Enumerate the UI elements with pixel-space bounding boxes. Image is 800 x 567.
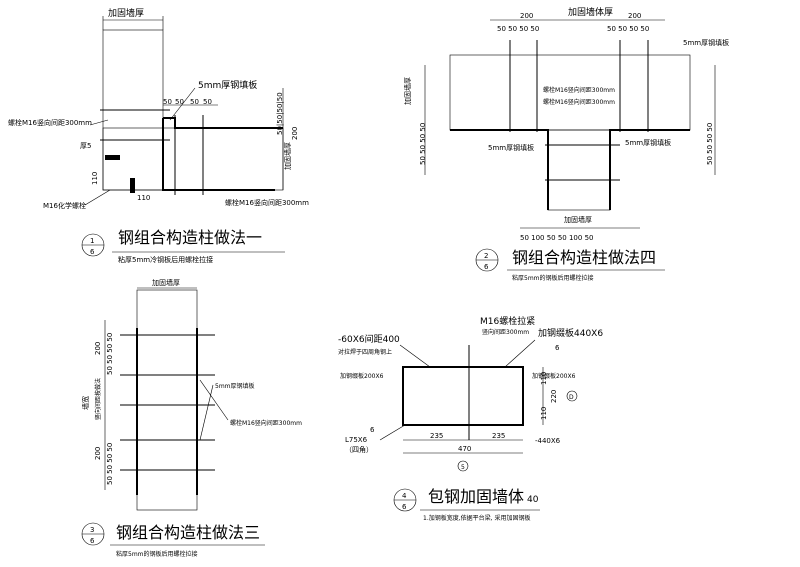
label-bolt-bottom: 螺栓M16竖向间距300mm bbox=[225, 198, 309, 207]
dims-right: 50 50 50 50 bbox=[706, 123, 714, 165]
subtitle: 粘厚5mm的钢板后用螺栓拉接 bbox=[116, 550, 198, 558]
dim-200-bottom: 200 bbox=[94, 447, 102, 460]
title: 钢组合构造柱做法一 bbox=[118, 228, 262, 247]
dim-top-2: 50 bbox=[175, 98, 184, 106]
label-vert: 竖向间距按做法 bbox=[94, 378, 102, 420]
index-num: 2 bbox=[484, 252, 488, 260]
label-top: 加固墙厚 bbox=[152, 278, 180, 287]
dim-110-bot: 110 bbox=[540, 407, 548, 420]
axis-bubble-right bbox=[566, 390, 578, 402]
index-num: 3 bbox=[90, 526, 94, 534]
angle-plate bbox=[105, 155, 120, 160]
label-wall-left: 加固墙厚 bbox=[403, 77, 412, 105]
dims-right: 50|50|50|50 bbox=[276, 92, 284, 135]
wall bbox=[136, 289, 198, 511]
label-thick: 厚5 bbox=[80, 142, 91, 150]
detail-2: 加固墙体厚 200 200 50 50 50 50 50 50 50 50 5m… bbox=[403, 6, 729, 282]
dim-110-v: 110 bbox=[91, 172, 99, 185]
dims-bottom: 50 100 50 50 100 50 bbox=[520, 234, 593, 242]
dim-470: 470 bbox=[458, 445, 471, 453]
label-wall-bottom: 加固墙厚 bbox=[564, 215, 592, 224]
axis-right: D bbox=[569, 394, 574, 401]
angle-plate bbox=[130, 178, 135, 193]
label-angle: L75X6 bbox=[345, 436, 368, 444]
dim-235-left: 235 bbox=[430, 432, 443, 440]
dim-200-top: 200 bbox=[94, 342, 102, 355]
dim-200-left: 200 bbox=[520, 12, 533, 20]
label-plate-left: 5mm厚钢填板 bbox=[488, 143, 534, 152]
label-bolt-note: 竖向间距300mm bbox=[482, 328, 529, 336]
label-wall-right: 加固墙厚 bbox=[283, 142, 292, 170]
label-plate: 5mm厚钢填板 bbox=[215, 382, 255, 390]
label-chem: M16化学螺栓 bbox=[43, 201, 86, 210]
dims-top-left: 50 50 50 50 bbox=[497, 25, 539, 33]
detail-1: 加固墙厚 50 50 50 50 200 50|50|50|50 5mm厚钢填板… bbox=[8, 7, 309, 264]
label-plate: 5mm厚钢填板 bbox=[198, 79, 257, 91]
subtitle: 粘厚5mm的钢板后用螺栓拉接 bbox=[512, 274, 594, 282]
label-plate-right: 5mm厚钢填板 bbox=[625, 138, 671, 147]
subtitle: 1.加钢板宽度,依据平台梁, 采用加固钢板 bbox=[423, 514, 530, 522]
dim-110-h: 110 bbox=[137, 194, 150, 202]
index-sheet: 6 bbox=[90, 537, 95, 545]
label-bottom-plate: -440X6 bbox=[535, 437, 561, 445]
dim-top-1: 50 bbox=[163, 98, 172, 106]
label-top: 加固墙体厚 bbox=[568, 6, 613, 18]
label-plate-right: 加钢缀板440X6 bbox=[538, 327, 603, 339]
title: 钢组合构造柱做法三 bbox=[116, 523, 260, 542]
steel-plate bbox=[450, 129, 549, 210]
label-bolt-b: 螺栓M16竖向间距300mm bbox=[543, 98, 615, 106]
dims-top-right: 50 50 50 50 bbox=[607, 25, 649, 33]
subtitle: 粘厚5mm冷钢板后用螺栓拉接 bbox=[118, 255, 213, 264]
axis-bottom: 5 bbox=[461, 464, 465, 471]
dim-235-right: 235 bbox=[492, 432, 505, 440]
steel-casing bbox=[402, 366, 524, 426]
title-suffix: 40 bbox=[527, 495, 539, 505]
label-wall-top: 加固墙厚 bbox=[108, 7, 144, 19]
label-angle-top-note: 对拉焊于四周角钢上 bbox=[338, 348, 392, 356]
label-bolt-a: 螺栓M16竖向间距300mm bbox=[543, 86, 615, 94]
dim-top-4: 50 bbox=[203, 98, 212, 106]
wall bbox=[402, 366, 524, 426]
label-right-plate: 加钢缀板200X6 bbox=[532, 372, 576, 380]
wall-vertical bbox=[547, 129, 611, 211]
steel-plate bbox=[163, 117, 283, 129]
title: 包钢加固墙体 bbox=[428, 487, 524, 506]
detail-4: M16螺栓拉紧 竖向间距300mm -60X6间距400 对拉焊于四周角钢上 加… bbox=[338, 315, 603, 522]
dim-220: 220 bbox=[550, 390, 558, 403]
index-num: 1 bbox=[90, 237, 94, 245]
label-six-left: 6 bbox=[370, 426, 375, 434]
label-six-right: 6 bbox=[555, 344, 560, 352]
dims-side-bottom: 50 50 50 50 bbox=[106, 443, 114, 485]
dim-200-right: 200 bbox=[628, 12, 641, 20]
label-bolt-left: 螺栓M16竖向间距300mm bbox=[8, 118, 92, 127]
dim-110-top: 110 bbox=[540, 372, 548, 385]
dim-200: 200 bbox=[291, 127, 299, 140]
index-num: 4 bbox=[402, 492, 407, 500]
label-angle-top: -60X6间距400 bbox=[338, 333, 400, 345]
dims-left: 50 50 50 50 bbox=[419, 123, 427, 165]
title: 钢组合构造柱做法四 bbox=[512, 248, 656, 267]
label-plate-top: 5mm厚钢填板 bbox=[683, 38, 729, 47]
dim-top-3: 50 bbox=[190, 98, 199, 106]
index-sheet: 6 bbox=[484, 263, 489, 271]
index-sheet: 6 bbox=[90, 248, 95, 256]
label-bolt: M16螺栓拉紧 bbox=[480, 315, 535, 327]
label-corner: （四角） bbox=[345, 445, 373, 454]
detail-3: 加固墙厚 5mm厚钢填板 螺栓M16竖向间距300mm 墙宽 竖向间距按做法 2… bbox=[81, 278, 302, 558]
axis-bubble-bottom bbox=[457, 460, 469, 472]
label-bolt: 螺栓M16竖向间距300mm bbox=[230, 419, 302, 427]
index-sheet: 6 bbox=[402, 503, 407, 511]
label-left-plate: 加钢缀板200X6 bbox=[340, 372, 384, 380]
dims-side-top: 50 50 50 50 bbox=[106, 333, 114, 375]
label-wall-side: 墙宽 bbox=[81, 396, 90, 410]
